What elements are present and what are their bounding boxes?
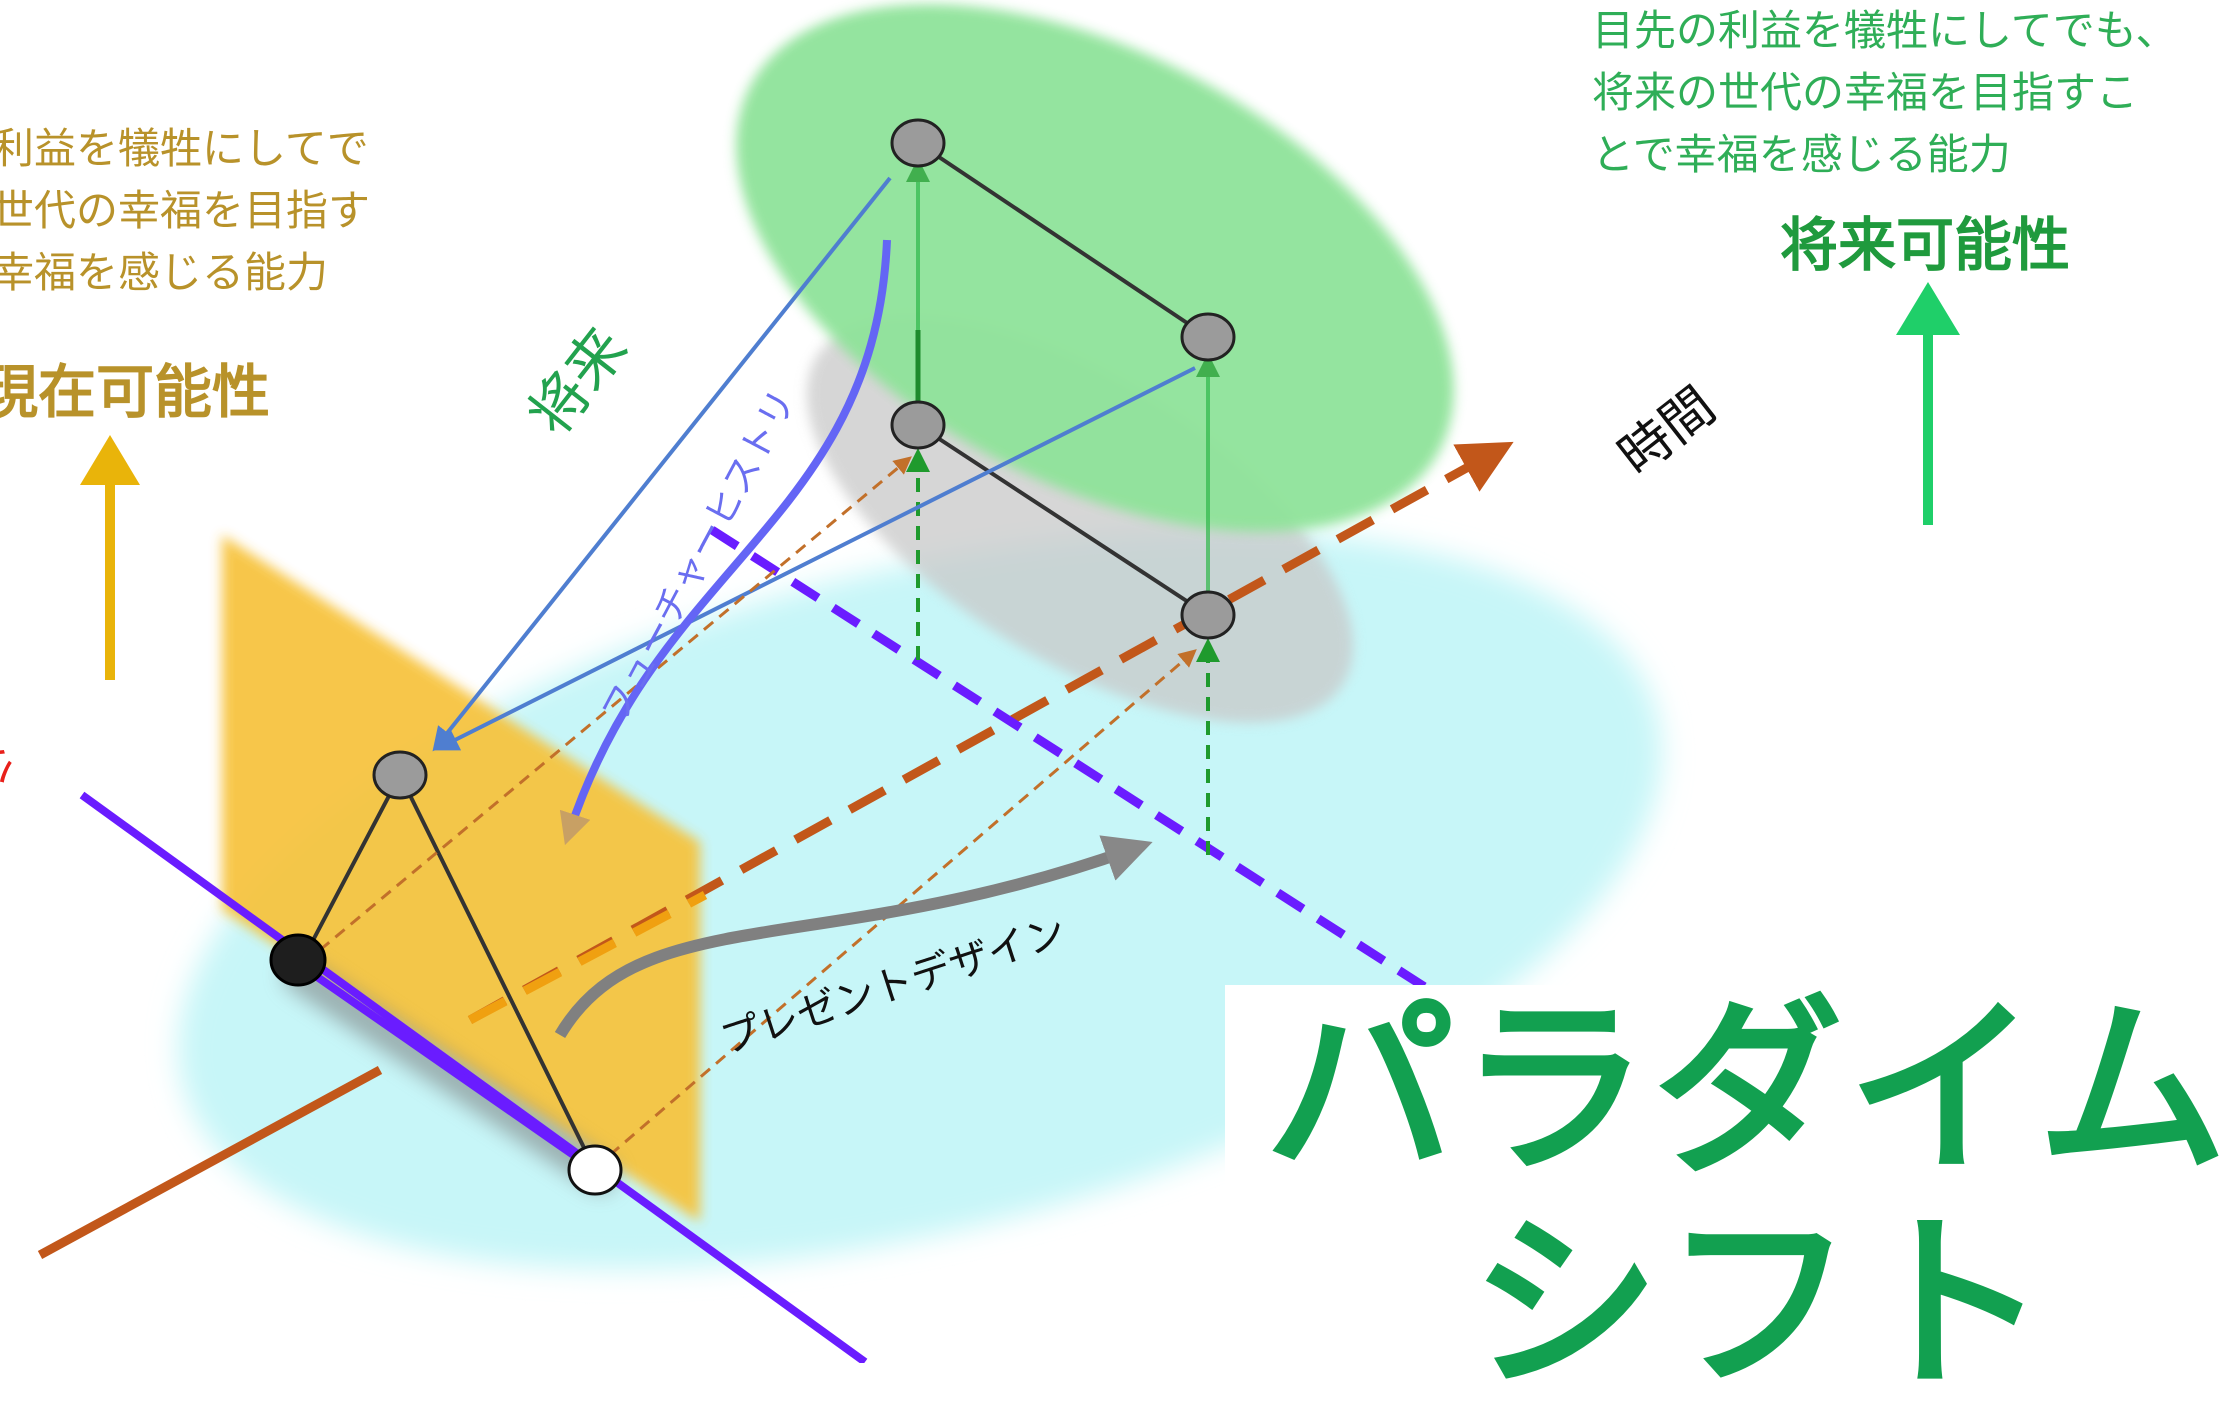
desc-right-line-1: 目先の利益を犠牲にしてでも、 — [1592, 6, 2178, 55]
up-arrow-green-head — [1896, 282, 1960, 335]
purple-dashed-axis — [709, 526, 1448, 1004]
node-circle-icon — [269, 933, 327, 987]
headline-line-1: パラダイム — [1265, 979, 2232, 1200]
node-circle-icon — [567, 1144, 623, 1196]
time-axis-lower — [37, 1066, 383, 1259]
future-potential-title: 将来可能性 — [1780, 211, 2071, 279]
present-design-curve — [554, 835, 1153, 1039]
diagram-graphics — [37, 4, 1960, 1366]
blue-line-2 — [434, 366, 1196, 751]
desc-left-line-3: 幸福を感じる能力 — [0, 248, 329, 297]
node-circle-icon — [890, 400, 946, 450]
future-potential-description: 目先の利益を犠牲にしてでも、 将来の世代の幸福を目指すこ とで幸福を感じる能力 — [1592, 0, 2177, 186]
future-history-curve — [559, 239, 891, 846]
desc-right-line-2: 将来の世代の幸福を目指すこ — [1592, 68, 2139, 117]
time-axis-yellow-segment — [467, 891, 708, 1024]
yellow-plane — [222, 535, 700, 1222]
desc-right-line-3: とで幸福を感じる能力 — [1592, 130, 2011, 179]
node-circle-icon — [1180, 312, 1236, 362]
node-circle-icon — [890, 118, 946, 168]
desc-left-line-1: 利益を犠牲にしてで — [0, 124, 369, 173]
headline-backdrop — [1225, 985, 2238, 1363]
node-circle-icon — [372, 750, 428, 800]
purple-axis — [79, 791, 868, 1366]
future-edge-bottom — [916, 423, 1210, 617]
current-potential-description: 利益を犠牲にしてで 世代の幸福を目指す 幸福を感じる能力 — [0, 118, 412, 304]
present-base — [297, 961, 598, 1174]
orange-dashed-1 — [319, 456, 912, 952]
blue-line-1 — [432, 176, 892, 752]
headline-line-2: シフト — [1470, 1194, 2053, 1415]
node-circle-icon — [1180, 590, 1236, 640]
up-arrow-gold-head — [80, 435, 140, 485]
future-edge-top — [916, 141, 1210, 339]
desc-left-line-2: 世代の幸福を目指す — [0, 186, 371, 235]
current-potential-title: 現在可能性 — [0, 358, 271, 426]
